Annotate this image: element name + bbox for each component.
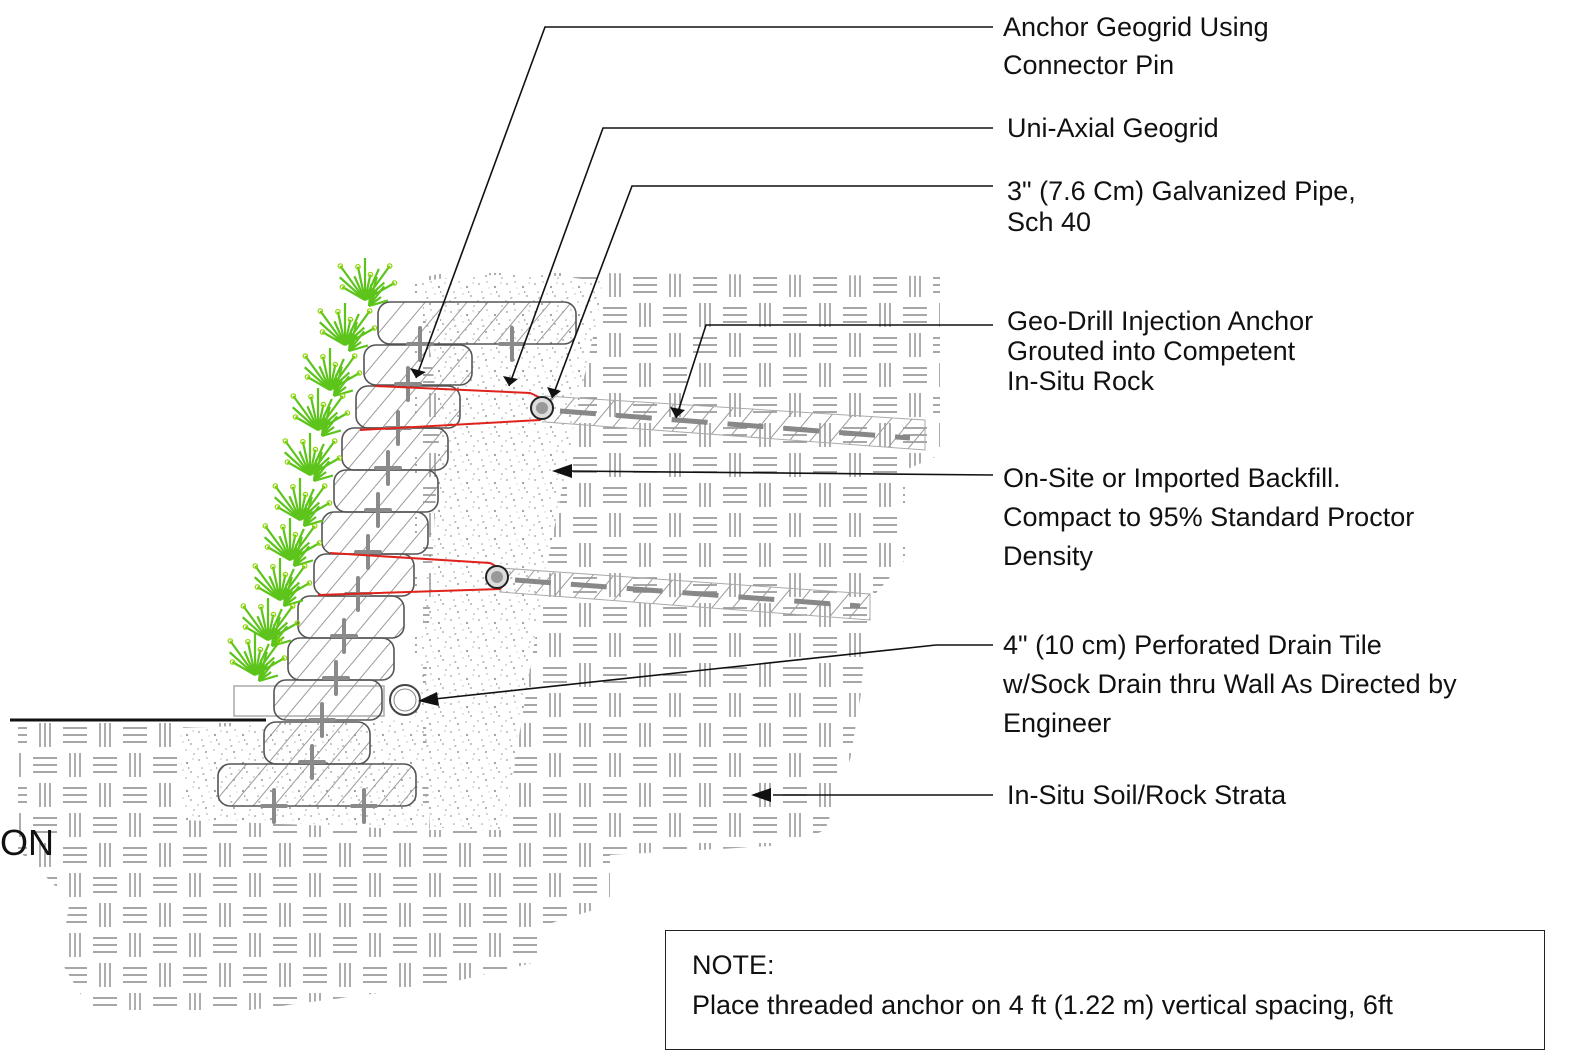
alignment-pin (330, 618, 358, 654)
label-drain-tile: 4" (10 cm) Perforated Drain Tile w/Sock … (1003, 626, 1457, 743)
leader-arrowheads (410, 368, 771, 802)
wall-block (263, 721, 371, 765)
label-geodrill-line2: Grouted into Competent (1007, 336, 1296, 366)
leader-backfill (566, 470, 994, 476)
wall-block (217, 763, 417, 807)
wall-block (341, 427, 449, 471)
label-backfill-line2: Compact to 95% Standard Proctor (1003, 502, 1415, 532)
plant-tuft (252, 558, 313, 608)
plant-tuft (290, 388, 351, 438)
alignment-pin (394, 366, 422, 402)
wall-block (313, 553, 415, 597)
plant-tuft (240, 598, 301, 648)
alignment-pin (308, 702, 336, 738)
note-body: Place threaded anchor on 4 ft (1.22 m) v… (692, 990, 1393, 1020)
wall-face-plants (227, 258, 398, 683)
label-strata-line1: In-Situ Soil/Rock Strata (1007, 780, 1287, 810)
label-backfill: On-Site or Imported Backfill. Compact to… (1003, 459, 1414, 576)
leader-geodrill (675, 324, 993, 419)
label-geodrill-anchor: Geo-Drill Injection Anchor Grouted into … (1007, 306, 1313, 396)
plant-tuft (227, 633, 288, 683)
wall-block (377, 301, 577, 345)
galvanized-pipe-lower (485, 565, 509, 589)
wall-block (297, 595, 405, 639)
label-anchor-geogrid-line2: Connector Pin (1003, 50, 1175, 80)
label-drain-line3: Engineer (1003, 708, 1112, 738)
alignment-pin (350, 788, 378, 824)
label-uniaxial-geogrid: Uni-Axial Geogrid (1007, 113, 1219, 144)
plant-tuft (302, 348, 363, 398)
plant-tuft (282, 433, 343, 483)
wall-block (287, 637, 395, 681)
leader-anchor-geogrid (415, 26, 993, 379)
alignment-pin (364, 492, 392, 528)
alignment-pin (354, 534, 382, 570)
plant-tuft (272, 478, 333, 528)
alignment-pin (374, 450, 402, 486)
alignment-pin (260, 788, 288, 824)
alignment-pin (498, 326, 526, 362)
leader-pipe (551, 185, 993, 399)
note-box: NOTE: Place threaded anchor on 4 ft (1.2… (665, 930, 1545, 1050)
label-drain-line2: w/Sock Drain thru Wall As Directed by (1003, 669, 1457, 699)
label-galvanized-pipe: 3" (7.6 Cm) Galvanized Pipe, Sch 40 (1007, 176, 1356, 238)
label-anchor-geogrid-line1: Anchor Geogrid Using (1003, 12, 1269, 42)
label-backfill-line1: On-Site or Imported Backfill. (1003, 463, 1341, 493)
label-geodrill-line3: In-Situ Rock (1007, 366, 1155, 396)
label-anchor-geogrid: Anchor Geogrid Using Connector Pin (1003, 8, 1269, 84)
perforated-drain-tile (389, 684, 421, 716)
label-pipe-line2: Sch 40 (1007, 207, 1092, 237)
plant-tuft (262, 518, 323, 568)
note-title: NOTE: (692, 950, 775, 980)
label-backfill-line3: Density (1003, 541, 1094, 571)
plant-tuft (337, 258, 398, 308)
plant-tuft (317, 303, 378, 353)
backfill-zone (180, 274, 605, 830)
alignment-pin (298, 744, 326, 780)
label-in-situ-strata: In-Situ Soil/Rock Strata (1007, 780, 1286, 811)
leader-lines (415, 26, 994, 796)
label-uniaxial-line1: Uni-Axial Geogrid (1007, 113, 1219, 143)
cut-off-section-text: ON (0, 822, 54, 863)
alignment-pin (322, 660, 350, 696)
leader-uniaxial (508, 127, 993, 387)
label-geodrill-line1: Geo-Drill Injection Anchor (1007, 306, 1314, 336)
wall-block (273, 679, 383, 721)
label-drain-line1: 4" (10 cm) Perforated Drain Tile (1003, 630, 1382, 660)
wall-block (321, 511, 429, 555)
galvanized-pipe-upper (530, 396, 554, 420)
label-pipe-line1: 3" (7.6 Cm) Galvanized Pipe, (1007, 176, 1356, 206)
